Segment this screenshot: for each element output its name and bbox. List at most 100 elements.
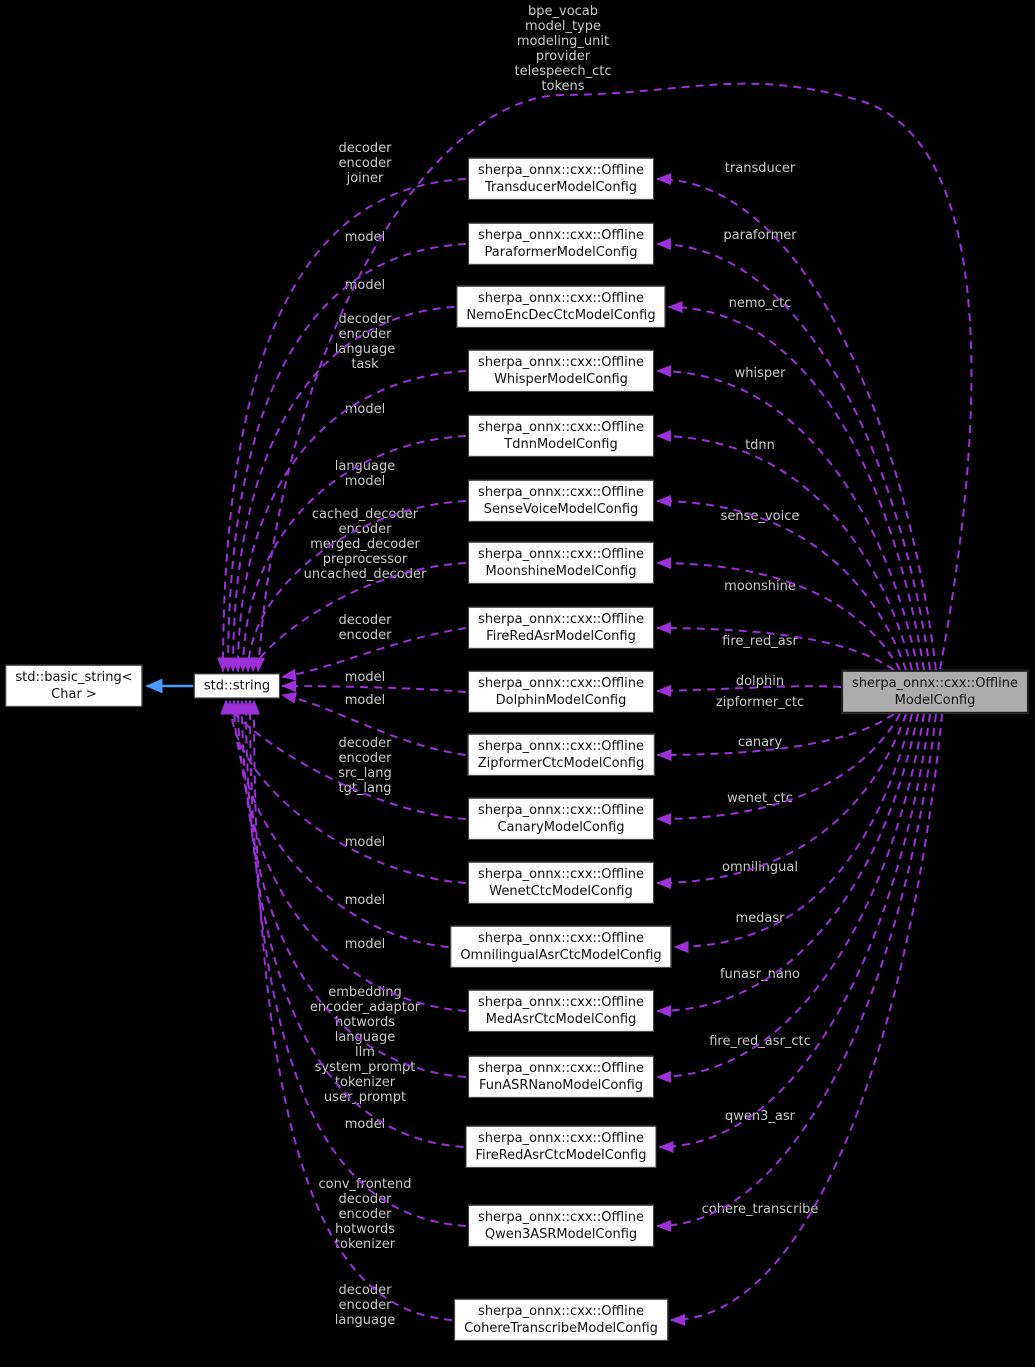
- field-label: decoder: [338, 141, 392, 156]
- field-label: model: [344, 1117, 386, 1132]
- edge-member-label-zipformer_ctc: zipformer_ctc: [715, 695, 805, 710]
- field-label: model: [344, 474, 386, 489]
- edge-member-label-whisper: whisper: [734, 366, 786, 381]
- field-label: modeling_unit: [516, 34, 610, 49]
- edge-uses-transducer: [217, 178, 467, 673]
- field-label: model: [344, 278, 386, 293]
- field-label: decoder: [338, 312, 392, 327]
- edge-member-label-wenet_ctc: wenet_ctc: [727, 791, 793, 806]
- field-label: cached_decoder: [311, 507, 419, 522]
- class-node-funasr_nano[interactable]: sherpa_onnx::cxx::Offline FunASRNanoMode…: [468, 1055, 654, 1099]
- field-label: merged_decoder: [310, 537, 420, 552]
- class-node-basic_string[interactable]: std::basic_string< Char >: [5, 664, 143, 708]
- field-label: model: [344, 937, 386, 952]
- edge-member-label-transducer: transducer: [724, 161, 796, 176]
- class-node-cohere_transcribe[interactable]: sherpa_onnx::cxx::Offline CohereTranscri…: [454, 1298, 668, 1342]
- field-label: embedding: [328, 985, 402, 1000]
- edge-member-label-paraformer: paraformer: [723, 228, 797, 243]
- edge-fields-nemo_ctc: model: [345, 278, 385, 293]
- field-label: decoder: [338, 613, 392, 628]
- edge-member-label-tdnn: tdnn: [745, 438, 775, 453]
- edge-fields-medasr: model: [345, 937, 385, 952]
- field-label: task: [351, 357, 379, 372]
- edge-member-nemo_ctc: [667, 301, 925, 671]
- edge-member-label-fire_red_asr: fire_red_asr: [722, 634, 798, 649]
- field-label: model_type: [524, 19, 602, 34]
- field-label: joiner: [346, 171, 384, 186]
- class-node-transducer[interactable]: sherpa_onnx::cxx::Offline TransducerMode…: [468, 157, 654, 201]
- edge-member-label-moonshine: moonshine: [724, 579, 796, 594]
- class-node-whisper[interactable]: sherpa_onnx::cxx::Offline WhisperModelCo…: [468, 349, 654, 393]
- class-node-model_config[interactable]: sherpa_onnx::cxx::Offline ModelConfig: [841, 669, 1029, 715]
- field-label: hotwords: [334, 1015, 396, 1030]
- class-node-tdnn[interactable]: sherpa_onnx::cxx::Offline TdnnModelConfi…: [468, 414, 654, 458]
- class-node-wenet_ctc[interactable]: sherpa_onnx::cxx::Offline WenetCtcModelC…: [468, 861, 654, 905]
- field-label: language: [334, 459, 396, 474]
- edge-member-fire_red_asr_ctc: [658, 713, 931, 1153]
- class-node-fire_red_asr_ctc[interactable]: sherpa_onnx::cxx::Offline FireRedAsrCtcM…: [465, 1125, 657, 1169]
- class-node-std_string[interactable]: std::string: [193, 673, 281, 699]
- field-label: conv_frontend: [318, 1177, 412, 1192]
- class-node-qwen3_asr[interactable]: sherpa_onnx::cxx::Offline Qwen3ASRModelC…: [468, 1204, 654, 1248]
- field-label: decoder: [338, 736, 392, 751]
- field-label: encoder_adaptor: [309, 1000, 421, 1015]
- field-label: model: [344, 693, 386, 708]
- field-label: tgt_lang: [338, 781, 392, 796]
- field-label: encoder: [338, 156, 392, 171]
- field-label: language: [334, 1030, 396, 1045]
- field-label: llm: [355, 1045, 375, 1060]
- class-node-canary[interactable]: sherpa_onnx::cxx::Offline CanaryModelCon…: [468, 797, 654, 841]
- field-label: provider: [535, 49, 591, 64]
- field-label: encoder: [338, 1298, 392, 1313]
- edge-member-label-omnilingual: omnilingual: [721, 860, 799, 875]
- edge-uses-paraformer: [222, 243, 467, 673]
- field-label: tokenizer: [334, 1075, 396, 1090]
- field-label: bpe_vocab: [527, 4, 599, 19]
- field-label: model: [344, 670, 386, 685]
- edge-member-label-fire_red_asr_ctc: fire_red_asr_ctc: [709, 1034, 811, 1049]
- edge-member-label-qwen3_asr: qwen3_asr: [725, 1109, 795, 1124]
- class-node-paraformer[interactable]: sherpa_onnx::cxx::Offline ParaformerMode…: [468, 222, 654, 266]
- field-label: model: [344, 835, 386, 850]
- edge-fields-tdnn: model: [345, 402, 385, 417]
- field-label: encoder: [338, 1207, 392, 1222]
- field-label: encoder: [338, 327, 392, 342]
- edge-member-label-canary: canary: [737, 735, 783, 750]
- class-node-zipformer_ctc[interactable]: sherpa_onnx::cxx::Offline ZipformerCtcMo…: [467, 733, 655, 777]
- edge-member-paraformer: [656, 238, 931, 671]
- edge-fields-fire_red_asr_ctc: model: [345, 1117, 385, 1132]
- field-label: model: [344, 893, 386, 908]
- edge-member-cohere_transcribe: [670, 713, 943, 1326]
- field-label: preprocessor: [322, 552, 408, 567]
- class-node-omnilingual[interactable]: sherpa_onnx::cxx::Offline OmnilingualAsr…: [450, 925, 672, 969]
- edge-member-label-cohere_transcribe: cohere_transcribe: [701, 1202, 819, 1217]
- edge-fields-zipformer_ctc: model: [345, 693, 385, 708]
- field-label: encoder: [338, 628, 392, 643]
- field-label: model: [344, 230, 386, 245]
- class-node-moonshine[interactable]: sherpa_onnx::cxx::Offline MoonshineModel…: [468, 541, 654, 585]
- field-label: decoder: [338, 1283, 392, 1298]
- class-node-nemo_ctc[interactable]: sherpa_onnx::cxx::Offline NemoEncDecCtcM…: [456, 285, 666, 329]
- edge-fields-wenet_ctc: model: [345, 835, 385, 850]
- edge-member-funasr_nano: [656, 713, 925, 1083]
- class-node-dolphin[interactable]: sherpa_onnx::cxx::Offline DolphinModelCo…: [468, 670, 654, 714]
- edge-member-label-funasr_nano: funasr_nano: [719, 967, 801, 982]
- edge-fields-dolphin: model: [345, 670, 385, 685]
- class-node-fire_red_asr[interactable]: sherpa_onnx::cxx::Offline FireRedAsrMode…: [468, 606, 654, 650]
- edge-uses-dolphin: [281, 680, 467, 693]
- edge-member-label-nemo_ctc: nemo_ctc: [728, 296, 792, 311]
- edge-member-transducer: [656, 173, 937, 671]
- field-label: src_lang: [338, 766, 392, 781]
- class-node-sense_voice[interactable]: sherpa_onnx::cxx::Offline SenseVoiceMode…: [468, 479, 654, 523]
- edge-fields-paraformer: model: [345, 230, 385, 245]
- class-node-medasr[interactable]: sherpa_onnx::cxx::Offline MedAsrCtcModel…: [468, 989, 654, 1033]
- edge-member-omnilingual: [673, 713, 913, 953]
